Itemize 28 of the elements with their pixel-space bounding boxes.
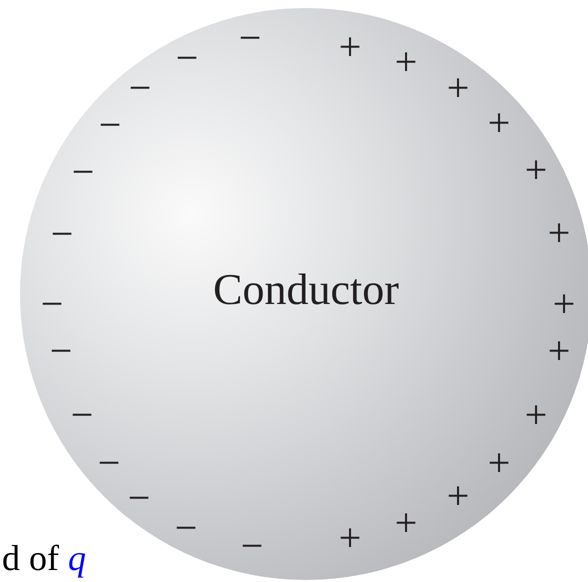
charge-sign: + — [552, 284, 576, 324]
caption-fragment: d of q — [2, 540, 86, 576]
charge-sign: + — [548, 213, 570, 253]
charge-sign: − — [176, 38, 198, 78]
charge-sign: + — [488, 443, 510, 483]
charge-sign: − — [174, 508, 198, 548]
charge-sign: + — [394, 42, 418, 82]
charge-sign: + — [524, 395, 548, 435]
charge-sign: − — [240, 526, 264, 566]
charge-sign: − — [238, 18, 262, 58]
charge-sign: + — [548, 331, 570, 371]
charge-sign: + — [446, 68, 470, 108]
charge-sign: + — [394, 503, 418, 543]
charge-sign: + — [524, 150, 548, 190]
charge-sign: − — [72, 152, 94, 192]
charge-sign: + — [338, 518, 362, 558]
charge-sign: − — [128, 478, 150, 518]
charge-sign: + — [446, 476, 470, 516]
charge-sign: − — [98, 105, 122, 145]
charge-sign: − — [50, 331, 72, 371]
charge-sign: + — [338, 27, 362, 67]
charge-sign: − — [70, 395, 94, 435]
charge-sign: + — [488, 103, 510, 143]
charge-sign: − — [50, 214, 74, 254]
charge-sign: − — [128, 68, 152, 108]
charge-sign: − — [98, 443, 120, 483]
charge-sign: − — [40, 284, 64, 324]
node-label: Conductor — [213, 268, 399, 312]
